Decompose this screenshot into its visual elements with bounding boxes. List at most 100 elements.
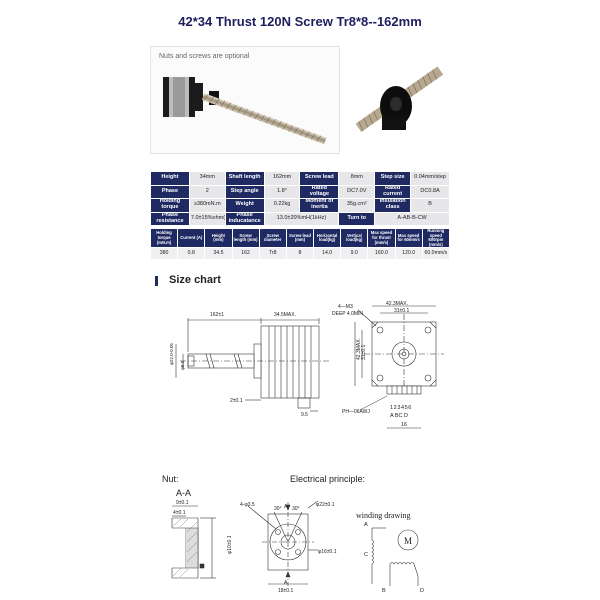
dim-label: 31±0.1 (361, 345, 367, 360)
dim-label: 30° (292, 506, 300, 512)
spec-value: 162mm (263, 171, 301, 186)
column-header: Screw diameter (258, 227, 287, 249)
column-header: Vertical load(kg) (340, 227, 369, 249)
spec-row: Phase 2 Step angle 1.8° Rated voltage DC… (150, 184, 450, 199)
performance-table: Holding torque (mN.m) Current (A) Height… (149, 227, 451, 261)
spec-table: Height 34mm Shaft length 162mm Screw lea… (150, 171, 450, 226)
spec-value: 34mm (188, 171, 226, 186)
dim-label: 16 (401, 422, 407, 428)
nut-label: Nut: (162, 474, 179, 484)
table-cell: 8 (285, 247, 315, 261)
spec-key: Turn to (338, 211, 376, 226)
column-header: Running speed 600rpm (mm/s) (421, 227, 451, 249)
winding-diagram (371, 527, 419, 586)
spec-key: Holding torque (150, 198, 190, 213)
spec-value: 35g.cm² (338, 198, 376, 213)
dim-label: 9.5 (301, 412, 308, 418)
spec-key: Phase (150, 184, 190, 199)
table-cell: 160.0 (367, 247, 396, 261)
spec-value: 0.22kg (263, 198, 301, 213)
technical-drawing: 162±1 34.5MAX. φ22.0-0.05 φ8.0 2±0.1 9.5… (162, 301, 444, 594)
spec-value: 2 (188, 184, 226, 199)
coil-terminal: B (382, 588, 386, 594)
column-header: Holding torque (mN.m) (149, 227, 179, 249)
dim-label: 2±0.1 (230, 398, 243, 404)
column-header: Horizontal load(kg) (313, 227, 342, 249)
table-cell: 0.8 (177, 247, 206, 261)
electrical-label: Electrical principle: (290, 474, 365, 484)
winding-label: winding drawing (356, 511, 410, 520)
dim-label: DEEP 4.0MIN (332, 311, 363, 317)
spec-value: A-AB-B-CW (374, 211, 450, 226)
connector-label: PH—06AWJ (342, 409, 370, 415)
column-header: Screw length (mm) (231, 227, 260, 249)
table-cell: 60.0mm/s (421, 247, 451, 261)
section-mark: A (284, 504, 288, 510)
lead-screw (201, 93, 327, 145)
spec-value: 0.04mm/step (410, 171, 450, 186)
spec-key: Step angle (224, 184, 265, 199)
column-header: Height (mm) (204, 227, 233, 249)
spec-value: DC7.0V (338, 184, 376, 199)
spec-key: Phase inducatance (224, 211, 265, 226)
dim-label: 9±0.1 (176, 500, 189, 506)
coil-terminal: A (364, 522, 368, 528)
spec-key: Weight (224, 198, 265, 213)
column-header: Current (A) (177, 227, 206, 249)
coil-terminal: C (364, 552, 368, 558)
table-cell: 162 (231, 247, 260, 261)
photo-caption: Nuts and screws are optional (159, 53, 250, 60)
spec-key: Shaft length (224, 171, 265, 186)
spec-row: Holding torque ≥380mN.m Weight 0.22kg Mo… (150, 198, 450, 213)
spec-key: Screw lead (299, 171, 340, 186)
spec-value: 13.0±20%mH(1kHz) (263, 211, 340, 226)
section-mark: A (284, 580, 288, 586)
dim-label: 42.3MAX. (386, 301, 408, 307)
spec-value: 1.8° (263, 184, 301, 199)
table-cell: 34.5 (204, 247, 233, 261)
dim-label: 31±0.1 (394, 308, 409, 314)
dim-label: φ10±0.1 (227, 535, 233, 554)
spec-value: ≥380mN.m (188, 198, 226, 213)
table-header-row: Holding torque (mN.m) Current (A) Height… (149, 227, 451, 249)
coil-terminal: D (420, 588, 424, 594)
spec-key: Insulation class (374, 198, 412, 213)
dim-label: 4-φ3.5 (240, 502, 255, 508)
pin-letters: A BC D (390, 413, 408, 419)
section-label: A-A (176, 488, 191, 498)
size-chart-label: Size chart (169, 274, 221, 286)
spec-key: Rated voltage (299, 184, 340, 199)
nut-front-view (247, 500, 319, 586)
spec-key: Step size (374, 171, 412, 186)
front-view (354, 305, 444, 429)
nut-section-view (171, 505, 216, 579)
motor-symbol: M (404, 536, 412, 546)
table-cell: Tr8 (258, 247, 287, 261)
dim-label: 30° (274, 506, 282, 512)
spec-value: DC0.8A (410, 184, 450, 199)
dim-label: φ16±0.1 (318, 549, 337, 555)
dim-label: 4±0.1 (173, 510, 186, 516)
nut-photo (355, 66, 444, 132)
table-cell: 380 (149, 247, 179, 261)
table-row: 380 0.8 34.5 162 Tr8 8 14.0 9.0 160.0 12… (149, 247, 451, 261)
page-title: 42*34 Thrust 120N Screw Tr8*8--162mm (178, 14, 422, 29)
table-cell: 14.0 (313, 247, 342, 261)
section-marker (155, 276, 158, 286)
dim-label: 34.5MAX. (274, 312, 296, 318)
spec-value: 7.0±15%ohm(20℃) (188, 211, 226, 226)
size-chart-heading: Size chart (155, 274, 221, 286)
dim-label: φ8.0 (180, 360, 185, 370)
spec-key: Moment of inertia (299, 198, 340, 213)
dim-label: 18±0.1 (278, 588, 293, 594)
pin-numbers: 123456 (390, 405, 412, 411)
table-cell: 120.0 (394, 247, 423, 261)
column-header: Max speed for thrust (mm/s) (367, 227, 396, 249)
dim-label: φ22.0-0.05 (169, 343, 174, 365)
spec-key: Height (150, 171, 190, 186)
table-cell: 9.0 (340, 247, 369, 261)
side-view (175, 318, 330, 412)
spec-row: Phase resistance 7.0±15%ohm(20℃) Phase i… (150, 211, 450, 226)
spec-value: B (410, 198, 450, 213)
product-photo: Nuts and screws are optional (150, 46, 340, 154)
